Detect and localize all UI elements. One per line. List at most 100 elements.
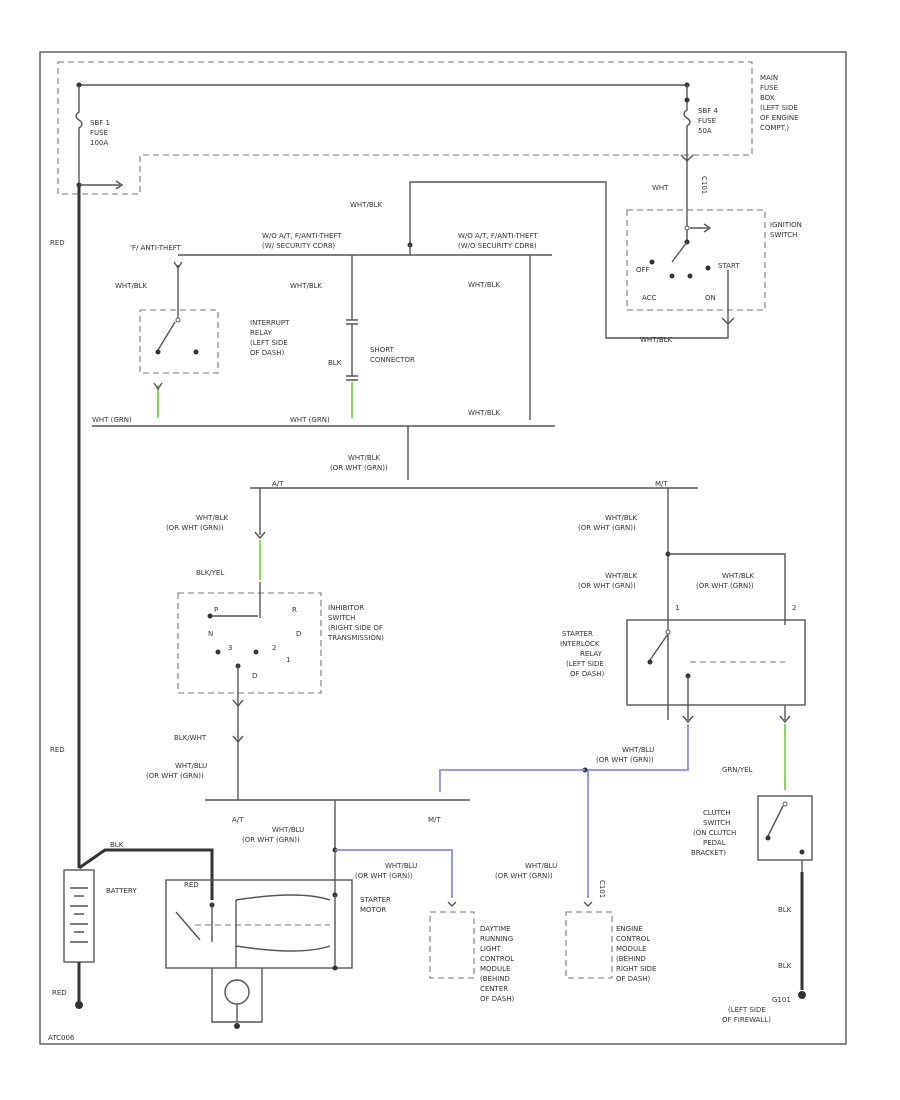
- mt-wire-label: WHT/BLK: [605, 514, 638, 522]
- svg-text:(W/O SECURITY CDR8): (W/O SECURITY CDR8): [458, 242, 537, 250]
- relay-switch-blade: [157, 321, 176, 351]
- starter-interlock-relay-outline: [626, 619, 806, 706]
- solenoid-terminal: [332, 965, 338, 971]
- branch-right-label: W/O A/T, F/ANTI-THEFT: [458, 232, 538, 240]
- mt-lower-label: M/T: [428, 816, 441, 824]
- relay-contact: [647, 659, 653, 665]
- battery-cable-wire: [78, 848, 214, 900]
- inhibitor-pos-d2: D: [252, 672, 257, 680]
- mt-label: M/T: [655, 480, 668, 488]
- wht-top-label: WHT: [652, 184, 669, 192]
- ignition-switch-label: IGNITION: [770, 221, 802, 229]
- blk-short-label: BLK: [328, 359, 342, 367]
- svg-text:50A: 50A: [698, 127, 712, 135]
- svg-text:(LEFT SIDE: (LEFT SIDE: [728, 1006, 766, 1014]
- diagram-code: ATC006: [48, 1034, 75, 1042]
- ign-to-bus-wire: [409, 181, 729, 339]
- pin-2-label: 2: [792, 604, 796, 612]
- inhibitor-contact: [253, 649, 259, 655]
- short-connector-symbol: [346, 319, 358, 325]
- wht-blu-relay-out-wire: [585, 724, 689, 771]
- connector-arrow: [703, 223, 712, 233]
- svg-text:(LEFT SIDE: (LEFT SIDE: [760, 104, 798, 112]
- svg-text:CONTROL: CONTROL: [480, 955, 514, 963]
- ecm-outline: [565, 911, 613, 979]
- c2-label: C101: [598, 880, 606, 898]
- svg-text:(OR WHT (GRN)): (OR WHT (GRN)): [166, 524, 224, 532]
- switch-contact: [684, 225, 690, 231]
- merge-wire-label: WHT/BLK: [348, 454, 381, 462]
- inhibitor-pos-1: 1: [286, 656, 290, 664]
- svg-text:(OR WHT (GRN)): (OR WHT (GRN)): [578, 582, 636, 590]
- wht-blk-relay-in-label: WHT/BLK: [115, 282, 148, 290]
- svg-text:MODULE: MODULE: [480, 965, 510, 973]
- switch-contact: [649, 259, 655, 265]
- svg-text:SWITCH: SWITCH: [703, 819, 730, 827]
- switch-contact: [799, 849, 805, 855]
- wht-grn-a-label: WHT (GRN): [92, 416, 132, 424]
- starter-motor-symbol: [224, 979, 250, 1005]
- switch-contact: [765, 835, 771, 841]
- connector-arrow: [779, 715, 791, 724]
- starter-wire-b-label: WHT/BLU: [385, 862, 417, 870]
- svg-text:(RIGHT SIDE OF: (RIGHT SIDE OF: [328, 624, 383, 632]
- interrupt-relay-label: INTERRUPT: [250, 319, 290, 327]
- drl-module-label: DAYTIME: [480, 925, 511, 933]
- inhibitor-pos-r: R: [292, 606, 297, 614]
- relay-contact: [665, 629, 671, 635]
- connector-arrow: [115, 180, 124, 190]
- branch-left-label: W/O A/T, F/ANTI-THEFT: [262, 232, 342, 240]
- connector-arrow: [721, 317, 735, 325]
- blk-ground-a-label: BLK: [778, 906, 792, 914]
- anti-theft-label: 'F/ ANTI-THEFT: [130, 244, 182, 252]
- connector-arrow: [232, 735, 244, 744]
- ign-start-label: START: [718, 262, 740, 270]
- svg-text:FUSE: FUSE: [90, 129, 108, 137]
- sbf4-fuse-symbol: [683, 85, 691, 160]
- connector-arrow: [447, 901, 457, 907]
- battery-cells: [70, 887, 88, 943]
- blk-wht-label: BLK/WHT: [174, 734, 207, 742]
- svg-text:RELAY: RELAY: [250, 329, 273, 337]
- starter-interlock-label: STARTER: [562, 630, 593, 638]
- switch-contact: [687, 273, 693, 279]
- interrupt-relay-outline: [139, 309, 219, 374]
- switch-contact: [705, 265, 711, 271]
- svg-text:BRACKET): BRACKET): [691, 849, 726, 857]
- svg-text:SWITCH: SWITCH: [770, 231, 797, 239]
- svg-text:(OR WHT (GRN)): (OR WHT (GRN)): [578, 524, 636, 532]
- sbf1-label: SBF 1: [90, 119, 110, 127]
- ecm-label: ENGINE: [616, 925, 643, 933]
- c1-label: C101: [700, 176, 708, 194]
- inhibitor-pos-n: N: [208, 630, 213, 638]
- relay-coil-dot: [193, 349, 199, 355]
- svg-text:INTERLOCK: INTERLOCK: [560, 640, 600, 648]
- connector-arrow: [232, 699, 244, 708]
- svg-text:(OR WHT (GRN)): (OR WHT (GRN)): [242, 836, 300, 844]
- svg-text:100A: 100A: [90, 139, 108, 147]
- connector-arrow: [173, 261, 183, 270]
- svg-text:OF DASH): OF DASH): [480, 995, 515, 1003]
- svg-text:PEDAL: PEDAL: [703, 839, 726, 847]
- svg-text:(OR WHT (GRN)): (OR WHT (GRN)): [146, 772, 204, 780]
- svg-text:(BEHIND: (BEHIND: [480, 975, 510, 983]
- motor-ground-point: [234, 1023, 240, 1029]
- at-lower-label: A/T: [232, 816, 244, 824]
- ignition-switch-blade: [671, 241, 688, 263]
- wht-blk-merge-label: WHT/BLK: [468, 409, 501, 417]
- svg-text:OF DASH): OF DASH): [250, 349, 285, 357]
- red-bat-label: RED: [52, 989, 67, 997]
- inhibitor-contact: [207, 613, 213, 619]
- interlock-relay-blade: [649, 633, 669, 661]
- red-bottom-label: RED: [184, 881, 199, 889]
- svg-text:(OR WHT (GRN)): (OR WHT (GRN)): [696, 582, 754, 590]
- connector-arrow: [153, 382, 163, 391]
- svg-text:FUSE: FUSE: [698, 117, 716, 125]
- ign-acc-label: ACC: [642, 294, 657, 302]
- svg-text:COMPT.): COMPT.): [760, 124, 789, 132]
- at-label: A/T: [272, 480, 284, 488]
- svg-text:(OR WHT (GRN)): (OR WHT (GRN)): [355, 872, 413, 880]
- sbf4-label: SBF 4: [698, 107, 718, 115]
- blk-bat-label: BLK: [110, 841, 124, 849]
